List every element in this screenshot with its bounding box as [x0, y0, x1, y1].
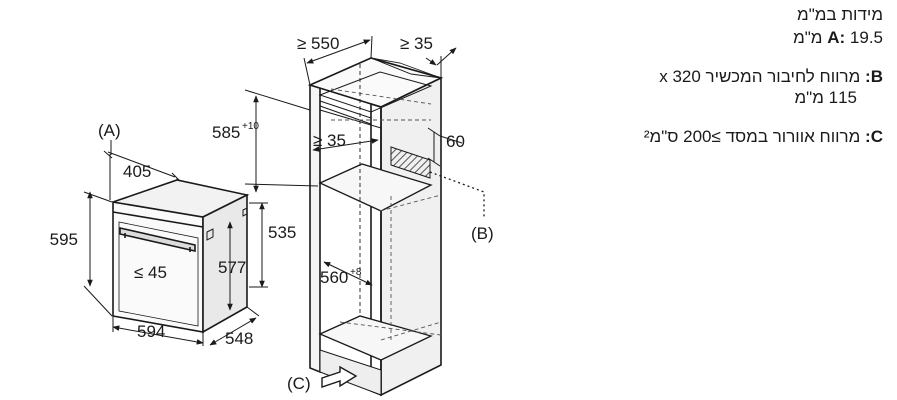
oven-dimension-lines	[83, 140, 268, 346]
cabinet-drawing	[307, 57, 444, 397]
label-a: (A)	[98, 121, 121, 140]
ventilation-arrow	[321, 365, 358, 388]
dim-niche-tolerance: +8	[350, 267, 362, 278]
legend-row-a: A: 19.5 מ"מ	[583, 27, 883, 48]
dim-oven-depth: 548	[225, 329, 253, 348]
cabinet-hidden-lines	[330, 88, 442, 341]
dim-oven-depth-top: 405	[123, 162, 151, 181]
legend-row-c: C: מרווח אוורור במסד ≥200 ס"מ²	[583, 126, 883, 147]
label-c: (C)	[287, 374, 311, 393]
cabinet-cutout-hatch	[390, 146, 431, 179]
label-b: (B)	[471, 224, 494, 243]
legend-text-b-1: מרווח לחיבור המכשיר x 320	[659, 67, 861, 86]
legend-key-c: C:	[865, 127, 883, 146]
dim-vent-gap: ≥ 35	[313, 131, 346, 150]
legend-key-a: A:	[827, 28, 846, 47]
dim-door-gap: ≤ 45	[134, 263, 167, 282]
dim-cabinet-top-gap: ≥ 35	[400, 34, 433, 53]
legend-text-b-2: 115 מ"מ	[794, 88, 858, 107]
dim-cabinet-width: ≥ 550	[297, 34, 339, 53]
cabinet-dimension-lines	[244, 35, 485, 286]
dim-oven-height-side: 535	[268, 223, 296, 242]
oven-drawing	[112, 179, 250, 334]
legend-text-a: 19.5 מ"מ	[793, 28, 883, 47]
dimensions-legend: מידות במ"מ A: 19.5 מ"מ B: מרווח לחיבור ה…	[583, 4, 883, 165]
oven-labels: (A) 405 595 ≤ 45 577 535 594 548	[50, 121, 297, 348]
dim-oven-height-total: 595	[50, 230, 78, 249]
legend-key-b: B:	[865, 67, 883, 86]
cabinet-labels: ≥ 550 ≥ 35 585 +10 ≥ 35 60 560 +8 (B) (C…	[212, 34, 494, 393]
legend-text-c: מרווח אוורור במסד ≥200 ס"מ²	[643, 127, 861, 146]
dim-side-60: 60	[446, 132, 465, 151]
dim-oven-width: 594	[137, 322, 165, 341]
dim-cabinet-upper-height: 585	[212, 123, 240, 142]
legend-title: מידות במ"מ	[797, 5, 883, 24]
dim-niche-width: 560	[320, 268, 348, 287]
dim-oven-height-front: 577	[218, 258, 246, 277]
legend-row-b: B: מרווח לחיבור המכשיר x 320 115 מ"מ	[583, 66, 883, 108]
dim-cabinet-upper-tolerance: +10	[242, 121, 259, 132]
